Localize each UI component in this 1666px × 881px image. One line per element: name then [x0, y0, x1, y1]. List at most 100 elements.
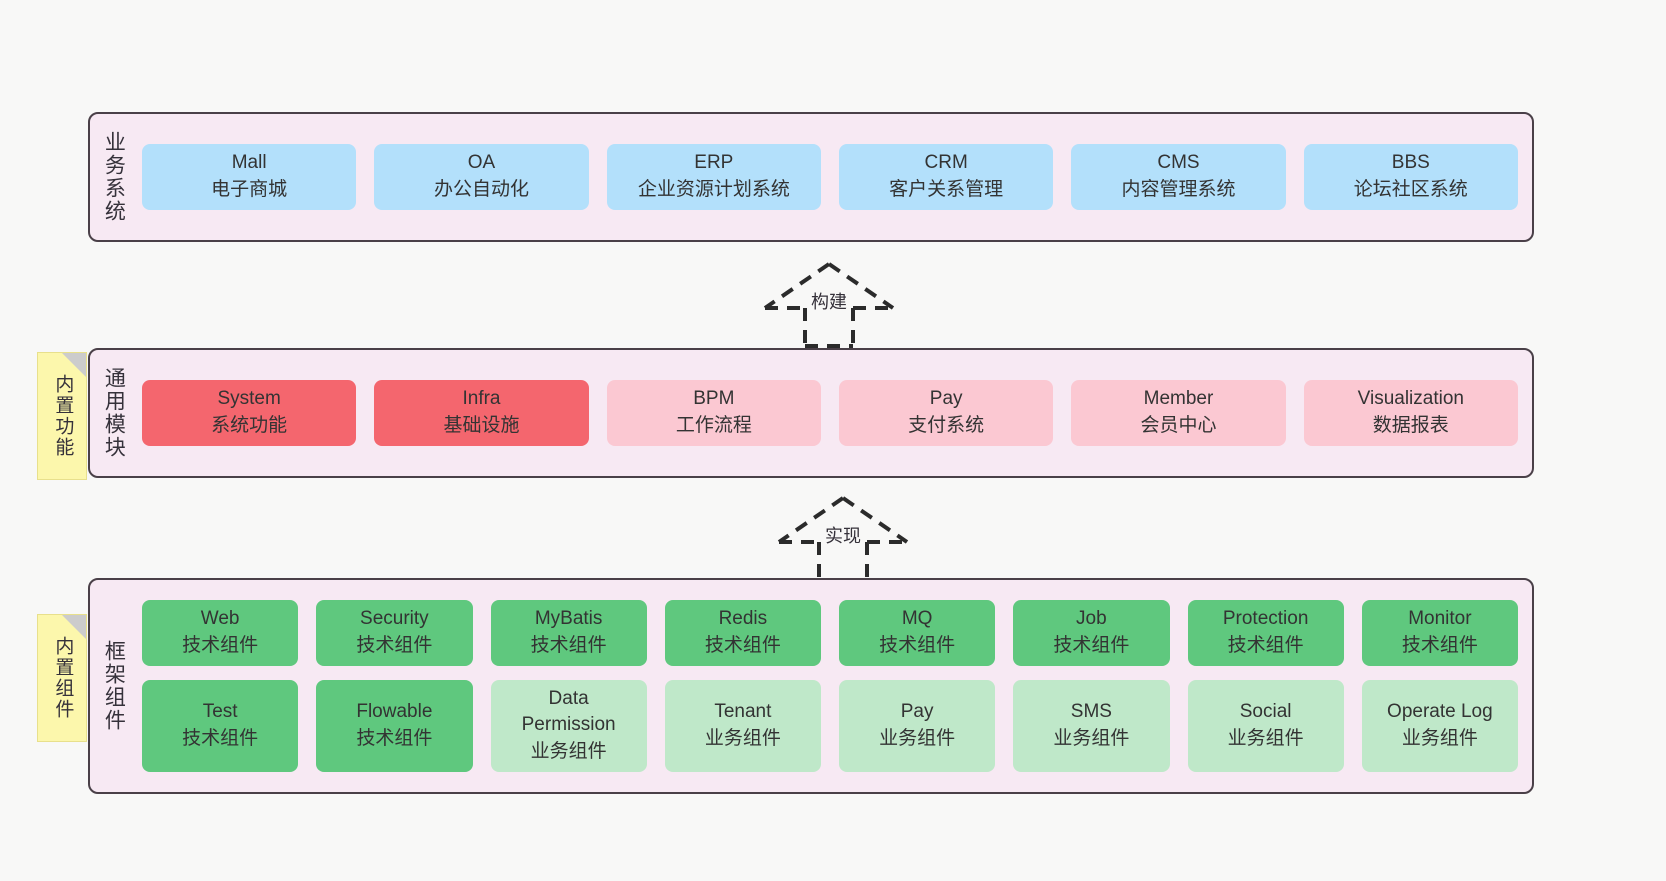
card-infra[interactable]: Infra 基础设施 — [374, 380, 589, 446]
card-monitor[interactable]: Monitor 技术组件 — [1361, 599, 1518, 666]
card-title: Test — [202, 701, 238, 722]
card-cms[interactable]: CMS 内容管理系统 — [1071, 144, 1286, 210]
card-subtitle: 支付系统 — [908, 415, 985, 436]
card-subtitle: 电子商城 — [211, 179, 288, 200]
card-subtitle: 技术组件 — [704, 634, 781, 656]
card-subtitle: 业务组件 — [879, 727, 956, 749]
card-title: MQ — [901, 607, 933, 629]
card-subtitle: 技术组件 — [1401, 634, 1478, 656]
connector-implement: 实现 — [769, 492, 917, 582]
note-fold-icon — [62, 615, 86, 639]
layer-framework-components: 框架组件 Web 技术组件 Security 技术组件 MyBatis 技术组件… — [88, 578, 1534, 794]
card-subtitle: 客户关系管理 — [889, 179, 1004, 200]
connector-implement-label: 实现 — [823, 522, 863, 548]
card-subtitle: 技术组件 — [1227, 634, 1304, 656]
framework-biz-row: Test 技术组件 Flowable 技术组件 Data Permission … — [142, 679, 1518, 773]
card-test[interactable]: Test 技术组件 — [142, 679, 299, 773]
card-mybatis[interactable]: MyBatis 技术组件 — [490, 599, 647, 666]
card-subtitle: 办公自动化 — [433, 179, 529, 200]
card-title: Pay — [929, 388, 963, 410]
card-job[interactable]: Job 技术组件 — [1013, 599, 1170, 666]
card-mall[interactable]: Mall 电子商城 — [142, 144, 357, 210]
card-security[interactable]: Security 技术组件 — [316, 599, 473, 666]
card-title: Operate Log — [1387, 701, 1493, 722]
card-subtitle: 基础设施 — [443, 415, 520, 436]
card-subtitle: 内容管理系统 — [1121, 179, 1236, 200]
card-title: Web — [200, 607, 240, 629]
card-title: Infra — [462, 388, 501, 410]
card-subtitle: 业务组件 — [1227, 727, 1304, 749]
card-bpm[interactable]: BPM 工作流程 — [606, 380, 821, 446]
note-label: 内置功能 — [52, 374, 74, 458]
card-title: Job — [1076, 607, 1107, 629]
card-system[interactable]: System 系统功能 — [142, 380, 357, 446]
card-title: Pay — [900, 701, 934, 722]
card-flowable[interactable]: Flowable 技术组件 — [316, 679, 473, 773]
business-card-row: Mall 电子商城 OA 办公自动化 ERP 企业资源计划系统 CRM 客户关系… — [142, 144, 1518, 210]
card-title: Flowable — [356, 701, 433, 722]
layer-common-modules: 通用模块 System 系统功能 Infra 基础设施 BPM 工作流程 Pay… — [88, 348, 1534, 478]
connector-build-arrow-icon — [763, 262, 895, 348]
connector-build-label: 构建 — [809, 288, 849, 314]
card-subtitle: 技术组件 — [356, 634, 433, 656]
card-visualization[interactable]: Visualization 数据报表 — [1303, 380, 1518, 446]
card-title: BPM — [693, 388, 735, 410]
card-subtitle: 技术组件 — [530, 634, 607, 656]
card-subtitle: 技术组件 — [879, 634, 956, 656]
card-title: Tenant — [714, 701, 772, 722]
card-crm[interactable]: CRM 客户关系管理 — [838, 144, 1054, 210]
layer-business-systems: 业务系统 Mall 电子商城 OA 办公自动化 ERP 企业资源计划系统 CRM… — [88, 112, 1534, 242]
card-erp[interactable]: ERP 企业资源计划系统 — [606, 144, 821, 210]
framework-tech-row: Web 技术组件 Security 技术组件 MyBatis 技术组件 Redi… — [142, 599, 1518, 666]
card-redis[interactable]: Redis 技术组件 — [664, 599, 821, 666]
card-subtitle: 业务组件 — [1053, 727, 1130, 749]
card-web[interactable]: Web 技术组件 — [142, 599, 299, 666]
note-builtin-components: 内置组件 — [37, 614, 87, 742]
card-title: Monitor — [1408, 607, 1472, 629]
card-title: CMS — [1157, 152, 1200, 174]
card-sms[interactable]: SMS 业务组件 — [1013, 679, 1170, 773]
layer-framework-label: 框架组件 — [102, 640, 126, 732]
card-subtitle: 业务组件 — [704, 727, 781, 749]
card-title: Member — [1143, 388, 1214, 410]
card-social[interactable]: Social 业务组件 — [1187, 679, 1344, 773]
card-subtitle: 技术组件 — [182, 727, 259, 749]
card-title: MyBatis — [534, 607, 603, 629]
card-subtitle: 工作流程 — [675, 415, 752, 436]
card-title: Security — [360, 607, 429, 629]
card-data-permission[interactable]: Data Permission 业务组件 — [490, 679, 647, 773]
card-member[interactable]: Member 会员中心 — [1071, 380, 1286, 446]
card-pay-module[interactable]: Pay 支付系统 — [838, 380, 1054, 446]
layer-business-label: 业务系统 — [102, 131, 126, 223]
card-subtitle: 论坛社区系统 — [1353, 179, 1468, 200]
layer-business-body: Mall 电子商城 OA 办公自动化 ERP 企业资源计划系统 CRM 客户关系… — [136, 114, 1532, 240]
card-title: Visualization — [1357, 388, 1464, 410]
card-title: Redis — [718, 607, 768, 629]
layer-modules-label: 通用模块 — [102, 367, 126, 459]
card-mq[interactable]: MQ 技术组件 — [839, 599, 996, 666]
card-subtitle: 业务组件 — [1401, 727, 1478, 749]
note-builtin-features: 内置功能 — [37, 352, 87, 480]
modules-card-row: System 系统功能 Infra 基础设施 BPM 工作流程 Pay 支付系统… — [142, 380, 1518, 446]
card-title: SMS — [1070, 701, 1112, 722]
card-subtitle: 技术组件 — [356, 727, 433, 749]
card-subtitle: 技术组件 — [1053, 634, 1130, 656]
card-title: OA — [467, 152, 496, 174]
card-title: Mall — [231, 152, 267, 174]
layer-framework-body: Web 技术组件 Security 技术组件 MyBatis 技术组件 Redi… — [136, 580, 1532, 792]
card-title: CRM — [924, 152, 968, 174]
note-label: 内置组件 — [52, 636, 74, 720]
card-oa[interactable]: OA 办公自动化 — [374, 144, 589, 210]
card-subtitle: 企业资源计划系统 — [637, 179, 790, 200]
card-pay-component[interactable]: Pay 业务组件 — [839, 679, 996, 773]
card-subtitle: 会员中心 — [1140, 415, 1217, 436]
layer-modules-body: System 系统功能 Infra 基础设施 BPM 工作流程 Pay 支付系统… — [136, 350, 1532, 476]
card-title: System — [217, 388, 281, 410]
card-operate-log[interactable]: Operate Log 业务组件 — [1361, 679, 1518, 773]
card-subtitle: 业务组件 — [530, 741, 607, 763]
card-title: Data Permission — [521, 687, 616, 736]
card-bbs[interactable]: BBS 论坛社区系统 — [1303, 144, 1518, 210]
card-tenant[interactable]: Tenant 业务组件 — [664, 679, 821, 773]
card-protection[interactable]: Protection 技术组件 — [1187, 599, 1344, 666]
